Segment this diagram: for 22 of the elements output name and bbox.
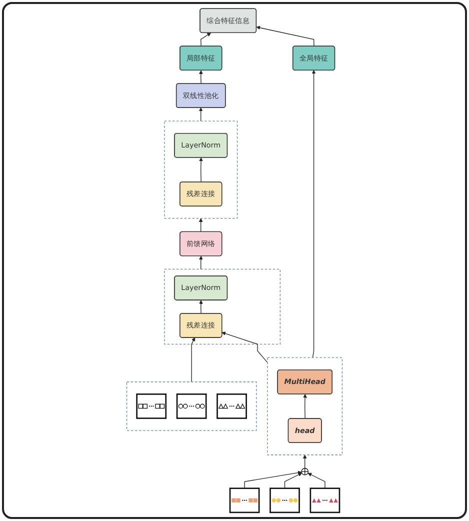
arrow bbox=[256, 26, 314, 47]
cluster bbox=[126, 382, 257, 431]
arrow bbox=[199, 70, 203, 84]
node-bar bbox=[229, 488, 260, 514]
arrow bbox=[244, 470, 302, 489]
arrow bbox=[308, 472, 326, 489]
arrow bbox=[222, 332, 268, 363]
arrow bbox=[303, 394, 307, 420]
arrow bbox=[199, 256, 203, 270]
arrow bbox=[191, 337, 196, 382]
node-bar bbox=[310, 488, 340, 514]
arrow bbox=[200, 32, 211, 47]
arrow bbox=[198, 218, 203, 232]
arrow bbox=[199, 157, 203, 183]
arrow bbox=[284, 472, 302, 489]
arrow bbox=[302, 454, 307, 469]
cluster bbox=[164, 120, 238, 219]
arrow bbox=[198, 107, 203, 122]
arrow bbox=[312, 70, 316, 358]
arrow bbox=[199, 300, 203, 314]
cluster bbox=[164, 268, 280, 345]
cluster bbox=[267, 357, 343, 456]
